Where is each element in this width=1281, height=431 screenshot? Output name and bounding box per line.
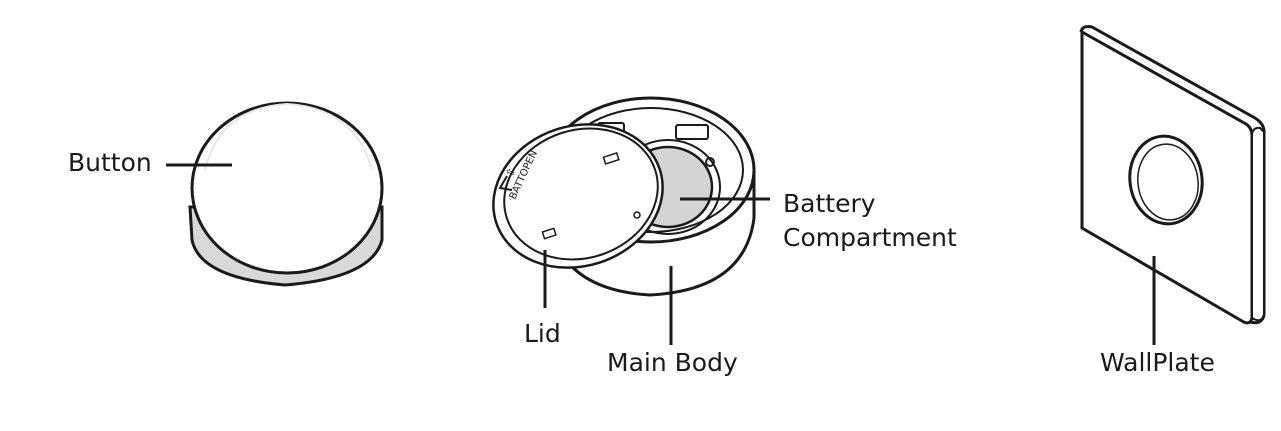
button-device: [188, 101, 384, 287]
main-body-label: Main Body: [607, 348, 738, 377]
lid-notch-top: [602, 152, 620, 165]
wallplate-label: WallPlate: [1100, 348, 1215, 377]
button-label: Button: [68, 148, 152, 177]
wallplate-side: [1251, 126, 1265, 322]
lid-dot: [633, 211, 641, 219]
wallplate-device: [1079, 25, 1266, 325]
battery-label-line1: Battery: [783, 189, 876, 218]
lid-device: BATTOPEN ⇧: [492, 123, 664, 269]
button-top-highlight: [204, 102, 373, 171]
lid-face: [503, 127, 659, 261]
button-top: [190, 101, 384, 275]
lid-notch-bottom: [541, 227, 557, 240]
battery-label-line2: Compartment: [783, 223, 957, 252]
lid-tab: [498, 175, 513, 191]
wallplate-opening-inner: [1137, 143, 1199, 221]
battery-compartment-label: Battery Compartment: [783, 187, 957, 255]
wallplate-edge: [1079, 25, 1266, 325]
wallplate-opening: [1128, 134, 1204, 226]
lid-label: Lid: [524, 319, 561, 348]
main-body-clip-right: [675, 124, 709, 140]
